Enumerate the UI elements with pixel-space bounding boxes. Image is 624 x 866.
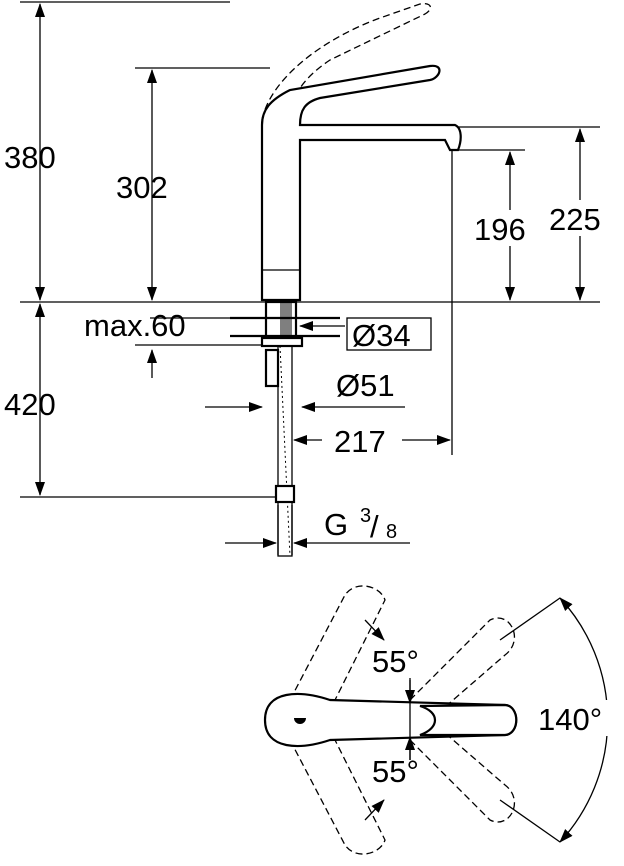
label-angle-up: 55° xyxy=(372,644,419,679)
label-196: 196 xyxy=(474,212,526,247)
dim-handle-height: 302 xyxy=(116,67,270,301)
dim-connection-thread: G 3 / 8 xyxy=(225,505,410,555)
label-420: 420 xyxy=(4,387,56,422)
label-swivel: 140° xyxy=(538,702,602,737)
label-225: 225 xyxy=(549,202,601,237)
dim-spout-height: 225 xyxy=(458,126,621,301)
label-max60: max.60 xyxy=(84,308,186,343)
dim-total-height: 380 xyxy=(4,1,230,301)
dim-spout-reach: 217 xyxy=(293,150,453,459)
fraction-slash: / xyxy=(370,509,379,544)
label-g: G xyxy=(324,507,348,542)
label-g-den: 8 xyxy=(386,521,397,543)
label-d34: Ø34 xyxy=(352,318,411,353)
dim-hole-diameter: Ø34 xyxy=(299,317,432,353)
dim-max-deck: max.60 xyxy=(84,308,262,378)
label-380: 380 xyxy=(4,140,56,175)
dim-hose-length: 420 xyxy=(4,303,276,498)
label-d51: Ø51 xyxy=(336,368,395,403)
dim-base-diameter: Ø51 xyxy=(205,368,405,412)
faucet-side-view xyxy=(230,2,462,557)
label-angle-down: 55° xyxy=(372,754,419,789)
label-302: 302 xyxy=(116,170,168,205)
faucet-top-view: 55° 55° 140° xyxy=(263,585,623,855)
label-217: 217 xyxy=(334,424,386,459)
label-g-num: 3 xyxy=(360,505,371,527)
dim-outlet-height: 196 xyxy=(455,149,544,301)
